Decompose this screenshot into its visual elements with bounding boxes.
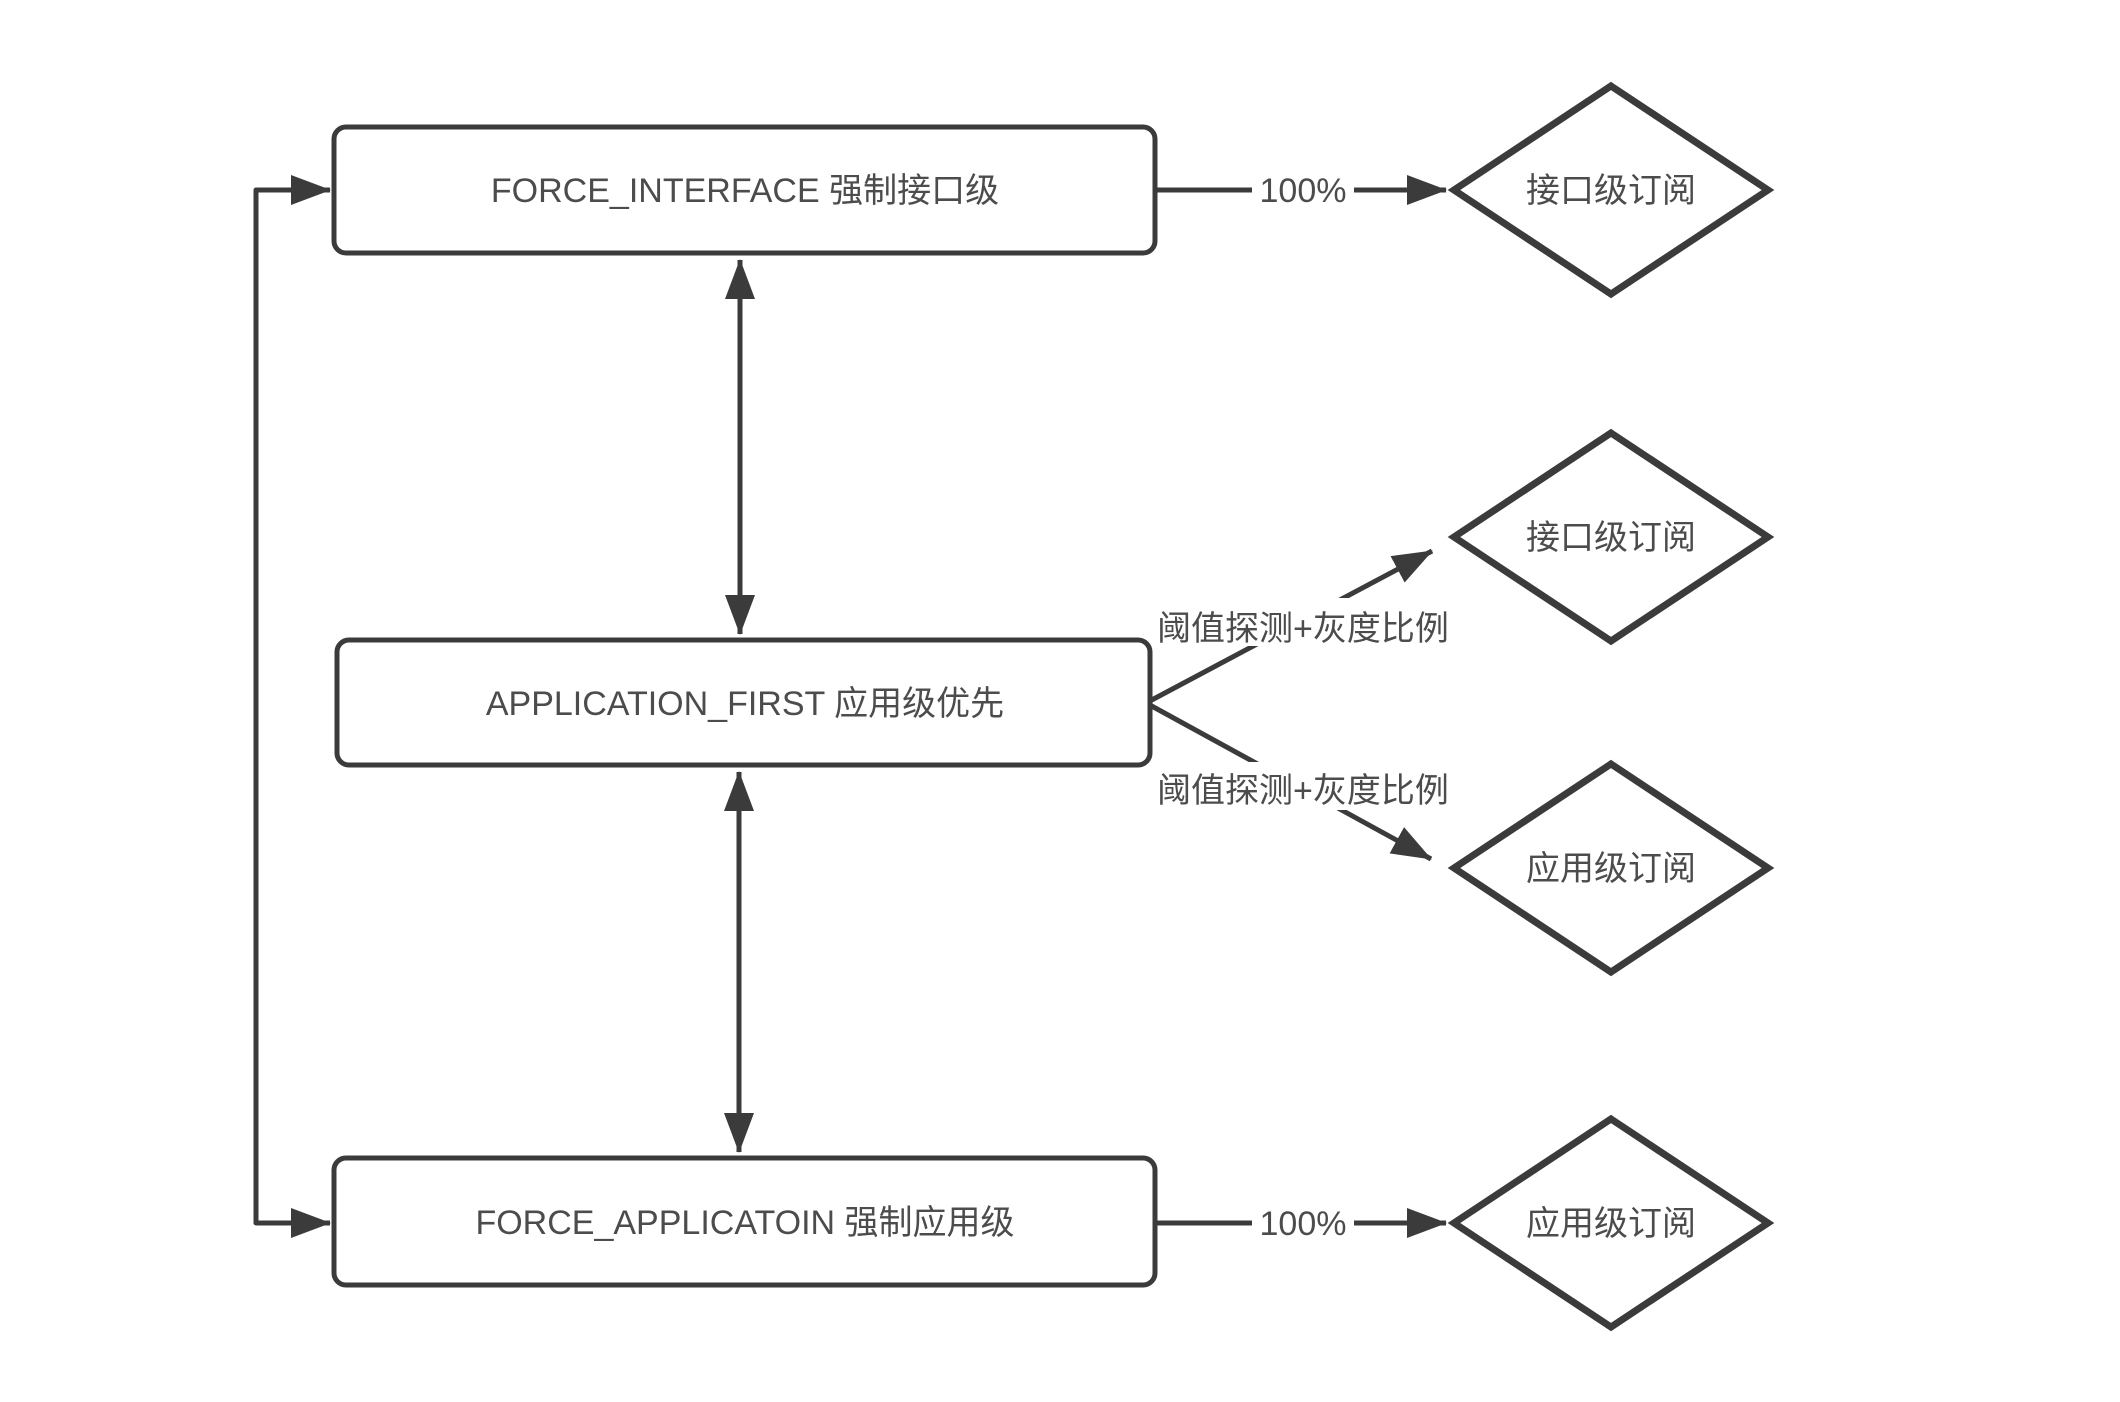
edge-label-100-top: 100%	[1260, 172, 1347, 210]
edge-label-100-bottom: 100%	[1260, 1205, 1347, 1243]
edge-label-threshold-lower: 阈值探测+灰度比例	[1157, 772, 1449, 810]
edge-label-mask	[1252, 1199, 1354, 1247]
box-application-first-label: APPLICATION_FIRST 应用级优先	[486, 685, 1004, 723]
diamond-interface-subscription-mid-label: 接口级订阅	[1526, 519, 1696, 557]
diamond-interface-subscription-top	[1447, 81, 1775, 299]
edge-label-mask	[1252, 166, 1354, 214]
edge-label-mask	[1152, 598, 1454, 646]
diamond-interface-subscription-top-label: 接口级订阅	[1526, 172, 1696, 210]
edge-label-threshold-upper: 阈值探测+灰度比例	[1157, 610, 1449, 648]
box-force-application	[331, 1155, 1158, 1288]
edge-label-mask	[1152, 762, 1454, 810]
diamond-application-subscription-bottom-label: 应用级订阅	[1526, 1205, 1696, 1243]
box-force-application-label: FORCE_APPLICATOIN 强制应用级	[475, 1204, 1014, 1242]
diamond-application-subscription-mid	[1447, 759, 1775, 977]
diamond-interface-subscription-mid	[1447, 428, 1775, 646]
box-force-interface	[331, 124, 1158, 256]
loop-connector-arrow	[253, 175, 331, 1238]
diamond-application-subscription-bottom	[1447, 1114, 1775, 1332]
diamond-application-subscription-mid-label: 应用级订阅	[1526, 850, 1696, 888]
box-force-interface-label: FORCE_INTERFACE 强制接口级	[491, 172, 999, 210]
box-application-first	[334, 637, 1153, 768]
